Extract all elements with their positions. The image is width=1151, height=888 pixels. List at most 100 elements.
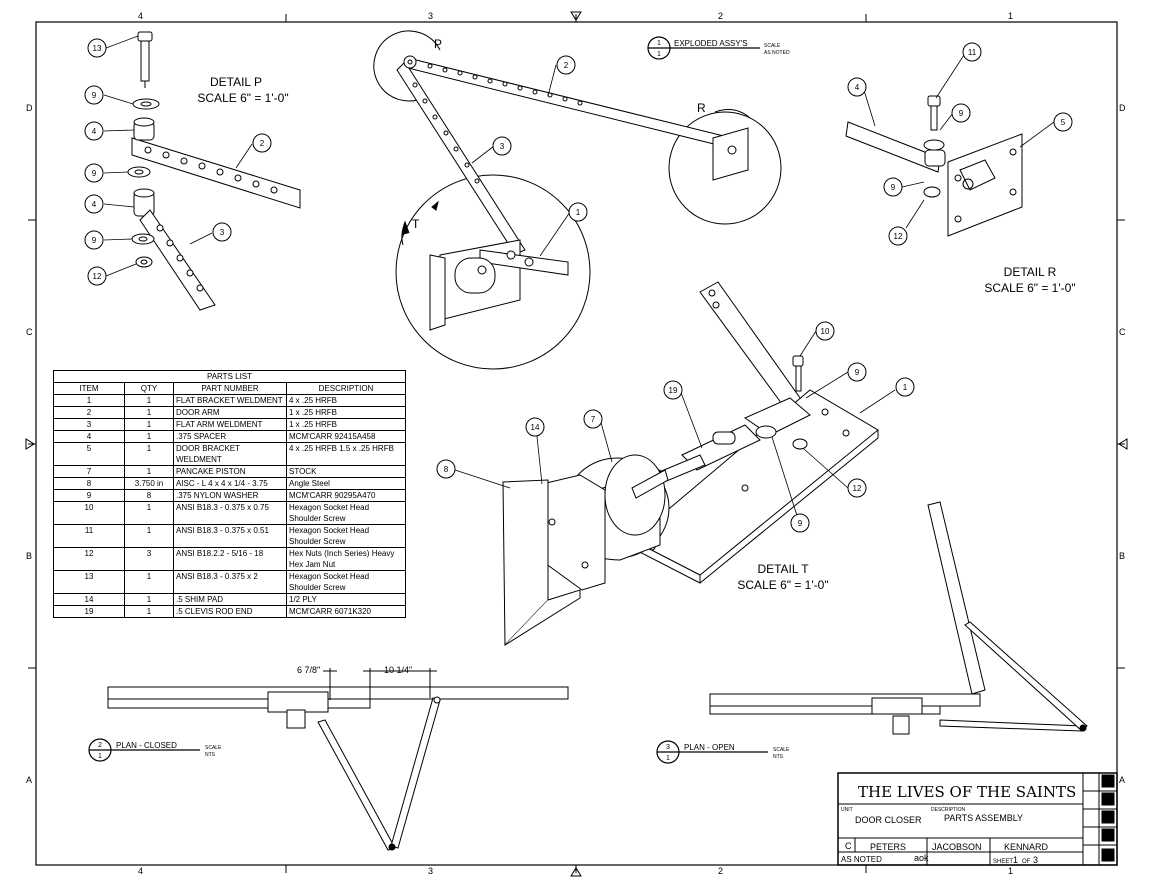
zone-bottom-3: 3 bbox=[428, 866, 433, 876]
sheet-label: SHEET bbox=[993, 859, 1013, 865]
balloon-circle bbox=[436, 459, 456, 479]
callout-t: T bbox=[412, 217, 420, 231]
balloon-circle bbox=[663, 380, 683, 400]
balloon-label: 11 bbox=[968, 48, 977, 57]
zone-left-b: B bbox=[26, 551, 32, 561]
cell-part-number: .375 NYLON WASHER bbox=[173, 489, 287, 502]
balloon-label: 9 bbox=[959, 109, 964, 118]
col-part-number-header: PART NUMBER bbox=[173, 382, 287, 395]
plan-open-drawing bbox=[709, 501, 1088, 735]
exploded-assembly-drawing bbox=[373, 30, 782, 370]
cell-description: Hexagon Socket Head Shoulder Screw bbox=[286, 524, 406, 548]
description-label: DESCRIPTION bbox=[931, 807, 966, 813]
zone-ticks bbox=[25, 11, 1128, 877]
cell-part-number: .375 SPACER bbox=[173, 430, 287, 443]
parts-list-table: PARTS LIST ITEM QTY PART NUMBER DESCRIPT… bbox=[53, 370, 406, 618]
cell-part-number: ANSI B18.3 - 0.375 x 0.75 bbox=[173, 501, 287, 525]
cell-part-number: .5 CLEVIS ROD END bbox=[173, 605, 287, 618]
zone-bottom-2: 2 bbox=[718, 866, 723, 876]
zone-right-c: C bbox=[1119, 327, 1126, 337]
sheet-total: 3 bbox=[1033, 855, 1038, 865]
cell-qty: 1 bbox=[124, 406, 174, 419]
project-title: THE LIVES OF THE SAINTS bbox=[858, 783, 1076, 801]
balloon-circle bbox=[962, 42, 982, 62]
cell-qty: 3 bbox=[124, 547, 174, 571]
balloon-label: 10 bbox=[821, 327, 830, 336]
cell-part-number: DOOR BRACKET WELDMENT bbox=[173, 442, 287, 466]
zone-top-2: 2 bbox=[718, 11, 723, 21]
balloon-label: 7 bbox=[591, 415, 596, 424]
balloon-label: 9 bbox=[798, 519, 803, 528]
cell-description: Angle Steel bbox=[286, 477, 406, 490]
balloon-circle bbox=[492, 136, 512, 156]
cell-qty: 3.750 in bbox=[124, 477, 174, 490]
cell-description: 1 x .25 HRFB bbox=[286, 406, 406, 419]
cell-item: 3 bbox=[53, 418, 125, 431]
cell-part-number: AISC - L 4 x 4 x 1/4 - 3.75 bbox=[173, 477, 287, 490]
cell-item: 9 bbox=[53, 489, 125, 502]
balloon-circle bbox=[847, 77, 867, 97]
cell-part-number: .5 SHIM PAD bbox=[173, 593, 287, 606]
balloon-circle bbox=[212, 222, 232, 242]
view-plan-open-scale-value: NTS bbox=[773, 754, 784, 760]
balloon-circle bbox=[84, 163, 104, 183]
view-exploded-sheet: 1 bbox=[657, 51, 661, 58]
balloon-circle bbox=[583, 409, 603, 429]
zone-top-1: 1 bbox=[1008, 11, 1013, 21]
zone-left-c: C bbox=[26, 327, 33, 337]
zone-left-d: D bbox=[26, 103, 33, 113]
balloon-circle bbox=[951, 103, 971, 123]
balloon-circle bbox=[568, 202, 588, 222]
cell-item: 12 bbox=[53, 547, 125, 571]
balloon-label: 13 bbox=[93, 44, 102, 53]
plan-closed-drawing bbox=[107, 668, 569, 851]
balloon-circle bbox=[790, 513, 810, 533]
balloon-label: 2 bbox=[260, 139, 265, 148]
balloon-label: 9 bbox=[855, 368, 860, 377]
parts-list-caption: PARTS LIST bbox=[53, 370, 406, 382]
cell-item: 2 bbox=[53, 406, 125, 419]
view-plan-open-label: PLAN - OPEN bbox=[684, 743, 735, 752]
view-plan-closed-label: PLAN - CLOSED bbox=[116, 741, 177, 750]
cell-qty: 1 bbox=[124, 442, 174, 466]
cell-description: 1/2 PLY bbox=[286, 593, 406, 606]
cell-item: 8 bbox=[53, 477, 125, 490]
callout-r: R bbox=[697, 101, 706, 115]
view-exploded-scale-value: AS NOTED bbox=[764, 50, 790, 56]
unit-label: UNIT bbox=[841, 807, 853, 813]
cell-part-number: DOOR ARM bbox=[173, 406, 287, 419]
zone-top-4: 4 bbox=[138, 11, 143, 21]
balloon-circle bbox=[84, 85, 104, 105]
view-plan-open-sheet: 1 bbox=[666, 755, 670, 762]
detail-r-drawing bbox=[845, 95, 1023, 237]
sheet-number: 1 bbox=[1013, 855, 1018, 865]
cell-description: 4 x .25 HRFB 1.5 x .25 HRFB bbox=[286, 442, 406, 466]
cell-part-number: ANSI B18.3 - 0.375 x 0.51 bbox=[173, 524, 287, 548]
unit-value: DOOR CLOSER bbox=[855, 815, 922, 825]
sheet-of-label: OF bbox=[1022, 859, 1031, 865]
cell-item: 19 bbox=[53, 605, 125, 618]
cell-item: 13 bbox=[53, 570, 125, 594]
drawn-by-3: KENNARD bbox=[1004, 842, 1049, 852]
col-item-header: ITEM bbox=[53, 382, 125, 395]
detail-r-scale: SCALE 6" = 1'-0" bbox=[984, 281, 1075, 295]
balloon-label: 5 bbox=[1061, 118, 1066, 127]
balloon-circle bbox=[84, 121, 104, 141]
balloon-circle bbox=[847, 478, 867, 498]
parts-list-header-row: ITEM QTY PART NUMBER DESCRIPTION bbox=[53, 382, 406, 395]
balloon-label: 2 bbox=[564, 61, 569, 70]
col-qty-header: QTY bbox=[124, 382, 174, 395]
cell-qty: 1 bbox=[124, 593, 174, 606]
cell-part-number: ANSI B18.2.2 - 5/16 - 18 bbox=[173, 547, 287, 571]
balloon-label: 12 bbox=[853, 484, 862, 493]
